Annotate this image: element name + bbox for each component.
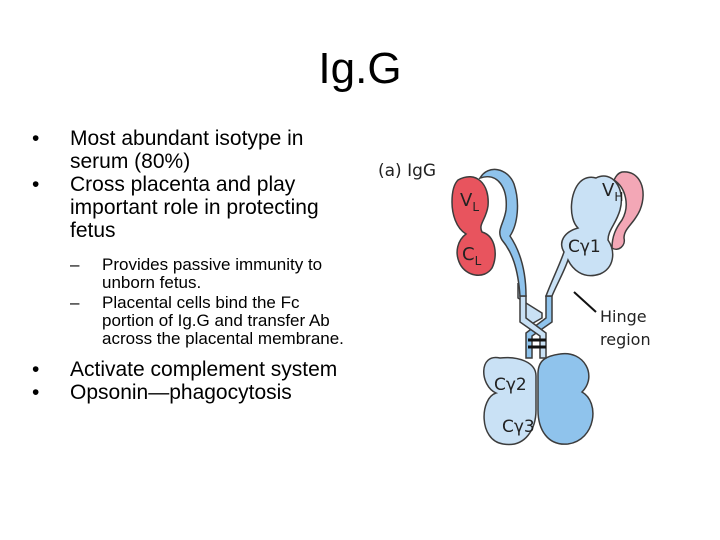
sub-bullet-text: Provides passive immunity to unborn fetu… xyxy=(102,255,323,292)
sub-bullet-list: – Provides passive immunity to unborn fe… xyxy=(70,256,350,348)
bullet-icon: • xyxy=(32,381,40,404)
cg3-label: Cγ3 xyxy=(502,417,535,437)
bullet-text: Activate complement system xyxy=(70,358,338,381)
region-label: region xyxy=(600,330,651,349)
dash-icon: – xyxy=(70,293,80,312)
left-light-chain xyxy=(451,176,496,276)
left-heavy-chain xyxy=(478,168,527,297)
vh-label: VH xyxy=(602,180,623,204)
sub-bullet-item: – Placental cells bind the Fc portion of… xyxy=(70,294,350,348)
bullet-list: • Most abundant isotype in serum (80%) •… xyxy=(32,127,350,404)
fc-left-lobe xyxy=(483,356,537,446)
cg1-label: Cγ1 xyxy=(568,237,601,257)
cg2-label: Cγ2 xyxy=(494,375,527,395)
bullet-icon: • xyxy=(32,358,40,381)
cl-label: CL xyxy=(462,244,482,268)
bullet-item: • Opsonin—phagocytosis xyxy=(32,381,350,404)
bullet-item: • Most abundant isotype in serum (80%) xyxy=(32,127,350,173)
bullet-item: • Cross placenta and play important role… xyxy=(32,173,350,348)
hinge-pointer-line xyxy=(573,291,597,313)
bullet-text: Cross placenta and play important role i… xyxy=(70,173,319,242)
panel-label: (a) IgG xyxy=(378,161,436,181)
sub-bullet-text: Placental cells bind the Fc portion of I… xyxy=(102,293,344,348)
bullet-text: Opsonin—phagocytosis xyxy=(70,381,292,404)
hinge-left-strand xyxy=(517,283,543,327)
bullet-icon: • xyxy=(32,173,40,196)
bullet-text: Most abundant isotype in serum (80%) xyxy=(70,127,304,173)
fc-right-lobe xyxy=(537,352,594,445)
slide-title: Ig.G xyxy=(318,44,402,93)
bullet-item: • Activate complement system xyxy=(32,358,350,381)
hinge-label: Hinge xyxy=(600,307,647,326)
igg-antibody-diagram: (a) IgG VL CL VH Cγ1 Cγ2 Cγ3 Hinge regio… xyxy=(378,161,651,446)
sub-bullet-item: – Provides passive immunity to unborn fe… xyxy=(70,256,350,292)
dash-icon: – xyxy=(70,255,80,274)
vl-label: VL xyxy=(460,190,479,214)
right-heavy-chain xyxy=(544,175,623,297)
right-light-chain xyxy=(611,171,644,250)
bullet-icon: • xyxy=(32,127,40,150)
